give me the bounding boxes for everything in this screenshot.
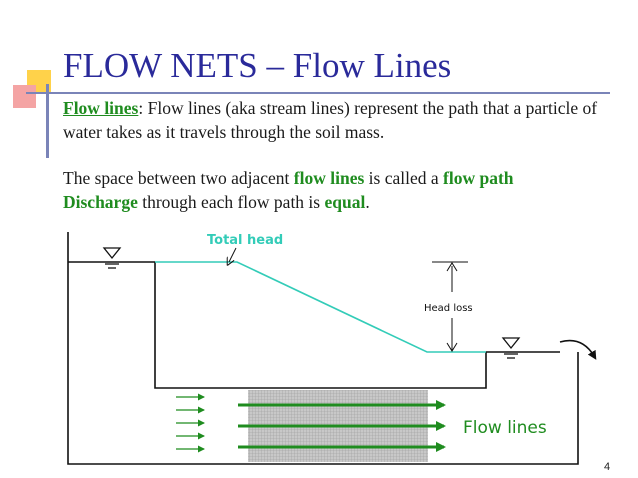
downstream-water-level-icon	[501, 337, 521, 359]
term-flow-lines: Flow lines	[63, 98, 139, 118]
text-segment: is called a	[364, 168, 444, 188]
keyword-flow-lines: flow lines	[293, 168, 365, 188]
outer-container-wall	[67, 232, 579, 465]
total-head-label: Total head	[207, 233, 283, 248]
total-head-line	[155, 261, 486, 353]
upstream-water-level-icon	[102, 247, 122, 269]
inflow-arrows	[176, 393, 205, 453]
title-underline-rule	[26, 92, 610, 94]
text-segment: through each flow path is	[137, 192, 325, 212]
inner-barrier-wall	[154, 262, 487, 389]
left-vertical-rule	[46, 84, 49, 158]
flow-lines-definition: Flow lines: Flow lines (aka stream lines…	[63, 96, 603, 144]
slide-title: FLOW NETS – Flow Lines	[63, 46, 452, 85]
keyword-equal: equal	[324, 192, 366, 212]
text-segment: The space between two adjacent	[63, 168, 294, 188]
flow-lines-label: Flow lines	[463, 418, 547, 438]
flow-path-paragraph: The space between two adjacent flow line…	[63, 166, 603, 214]
up-arrowhead-icon	[446, 262, 458, 272]
flow-line-arrows	[238, 400, 446, 452]
decor-pink-square	[13, 85, 36, 108]
down-arrowhead-icon	[446, 342, 458, 352]
keyword-discharge: Discharge	[63, 192, 138, 212]
overflow-arrow-icon	[559, 339, 597, 360]
head-loss-label: Head loss	[424, 303, 473, 314]
keyword-flow-path: flow path	[443, 168, 514, 188]
text-segment: .	[365, 192, 370, 212]
page-number: 4	[604, 461, 611, 473]
total-head-pointer-icon	[229, 247, 237, 262]
definition-text: : Flow lines (aka stream lines) represen…	[63, 98, 598, 142]
